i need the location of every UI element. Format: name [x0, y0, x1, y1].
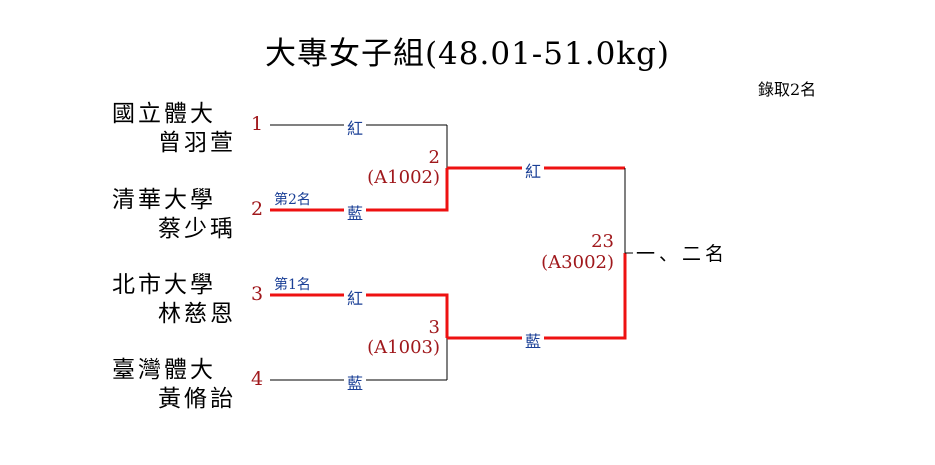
quota-label: 錄取2名 [758, 80, 817, 99]
match-2-number: 2 [428, 147, 440, 168]
match-2-red-corner: 紅 [344, 115, 367, 139]
competitor-2-rank: 第2名 [274, 192, 311, 208]
competitor-3-seed: 3 [251, 283, 264, 305]
match-2-blue-corner: 藍 [344, 200, 367, 224]
competitor-2-name: 蔡少瑀 [158, 216, 236, 242]
competitor-1-name: 曾羽萱 [158, 130, 236, 156]
match-3-blue-corner: 藍 [344, 370, 367, 394]
match-23-code: (A3002) [541, 252, 614, 273]
match-2-code: (A1002) [367, 167, 440, 188]
competitor-4-name: 黃脩詒 [158, 386, 236, 412]
competitor-2-seed: 2 [251, 198, 264, 220]
match-23-number: 23 [591, 231, 614, 252]
match-3-code: (A1003) [367, 337, 440, 358]
competitor-3-rank: 第1名 [274, 277, 311, 293]
bracket-title: 大專女子組(48.01-51.0kg) [264, 36, 671, 72]
competitor-4-school: 臺灣體大 [112, 357, 216, 383]
competitor-3-name: 林慈恩 [158, 301, 236, 327]
competitor-3-school: 北市大學 [112, 272, 216, 298]
competitor-1-seed: 1 [251, 113, 264, 135]
match-3-red-corner: 紅 [344, 285, 367, 309]
competitor-2-school: 清華大學 [112, 187, 216, 213]
match-23-blue-corner: 藍 [522, 328, 545, 352]
competitor-1-school: 國立體大 [112, 101, 216, 127]
final-placement-label: 一、二名 [636, 243, 729, 265]
competitor-4-seed: 4 [251, 368, 264, 390]
match-3-number: 3 [428, 317, 440, 338]
match-23-red-corner: 紅 [522, 158, 545, 182]
